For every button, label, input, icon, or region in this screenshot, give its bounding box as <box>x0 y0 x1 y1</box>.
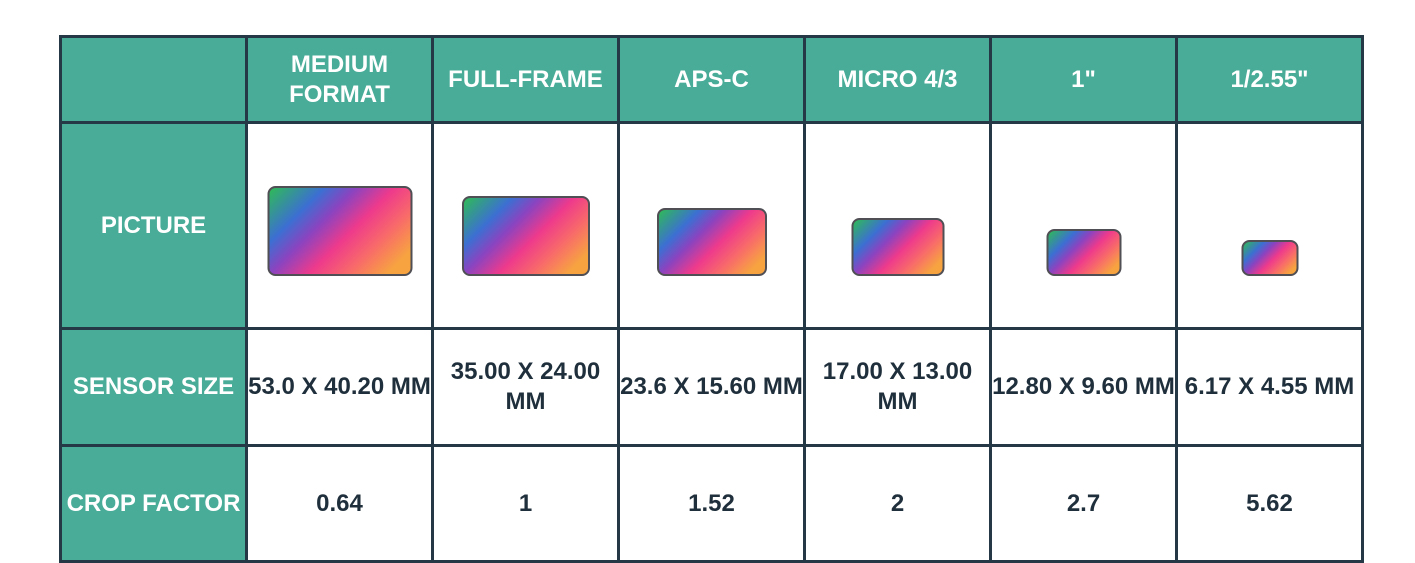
header-micro-four-thirds: MICRO 4/3 <box>803 35 992 124</box>
crop-factor-full-frame: 1 <box>431 444 620 563</box>
sensor-size-row: SENSOR SIZE 53.0 X 40.20 MM 35.00 X 24.0… <box>59 327 1364 447</box>
header-one-over-2-55: 1/2.55" <box>1175 35 1364 124</box>
crop-factor-medium-format: 0.64 <box>245 444 434 563</box>
header-one-inch: 1" <box>989 35 1178 124</box>
row-label-sensor-size: SENSOR SIZE <box>59 327 248 447</box>
crop-factor-one-inch: 2.7 <box>989 444 1178 563</box>
row-label-picture: PICTURE <box>59 121 248 330</box>
crop-factor-row: CROP FACTOR 0.64 1 1.52 2 2.7 5.62 <box>59 444 1364 563</box>
sensor-gradient-icon <box>1241 239 1298 276</box>
sensor-gradient-icon <box>1046 228 1121 276</box>
crop-factor-aps-c: 1.52 <box>617 444 806 563</box>
header-row: MEDIUM FORMAT FULL-FRAME APS-C MICRO 4/3… <box>59 35 1364 124</box>
header-corner-cell <box>59 35 248 124</box>
picture-cell-full-frame <box>431 121 620 330</box>
sensor-size-medium-format: 53.0 X 40.20 MM <box>245 327 434 447</box>
picture-cell-micro-four-thirds <box>803 121 992 330</box>
header-full-frame: FULL-FRAME <box>431 35 620 124</box>
sensor-gradient-icon <box>267 185 412 276</box>
picture-cell-one-inch <box>989 121 1178 330</box>
header-medium-format: MEDIUM FORMAT <box>245 35 434 124</box>
sensor-size-full-frame: 35.00 X 24.00 MM <box>431 327 620 447</box>
crop-factor-micro-four-thirds: 2 <box>803 444 992 563</box>
sensor-size-one-inch: 12.80 X 9.60 MM <box>989 327 1178 447</box>
crop-factor-one-over-2-55: 5.62 <box>1175 444 1364 563</box>
sensor-gradient-icon <box>851 217 944 276</box>
picture-row: PICTURE <box>59 121 1364 330</box>
sensor-size-one-over-2-55: 6.17 X 4.55 MM <box>1175 327 1364 447</box>
row-label-crop-factor: CROP FACTOR <box>59 444 248 563</box>
sensor-gradient-icon <box>656 207 767 276</box>
sensor-size-aps-c: 23.6 X 15.60 MM <box>617 327 806 447</box>
sensor-comparison-table: MEDIUM FORMAT FULL-FRAME APS-C MICRO 4/3… <box>59 35 1364 563</box>
picture-cell-one-over-2-55 <box>1175 121 1364 330</box>
sensor-gradient-icon <box>461 195 590 276</box>
picture-cell-aps-c <box>617 121 806 330</box>
header-aps-c: APS-C <box>617 35 806 124</box>
picture-cell-medium-format <box>245 121 434 330</box>
sensor-size-micro-four-thirds: 17.00 X 13.00 MM <box>803 327 992 447</box>
